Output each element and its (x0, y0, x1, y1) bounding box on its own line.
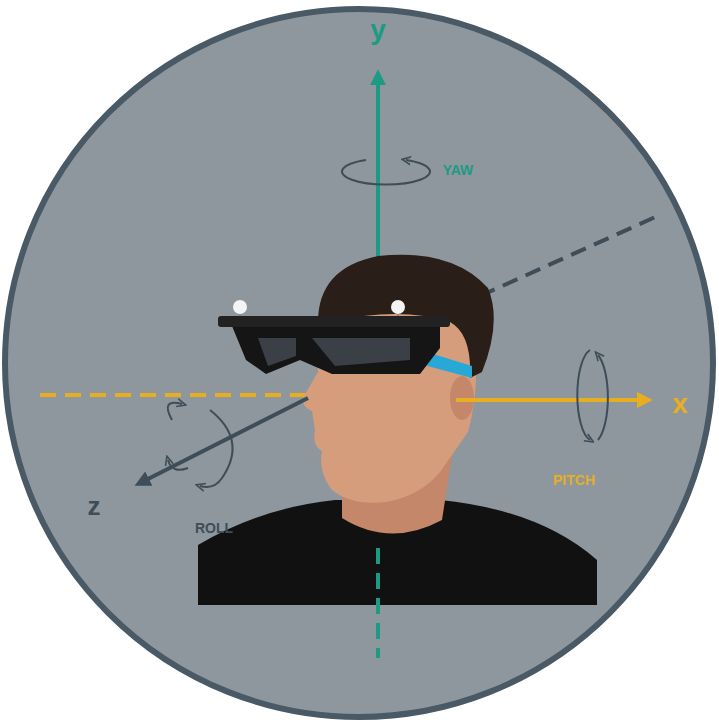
tracking-marker (233, 300, 247, 314)
axis-name: x (672, 390, 688, 418)
z-axis-dashed (480, 214, 662, 296)
axis-name: z (88, 493, 101, 519)
roll-rotation (168, 403, 182, 420)
roll-rotation (200, 410, 233, 487)
rotation-name: PITCH (553, 473, 595, 487)
yaw-rotation (342, 160, 430, 185)
head-figure (198, 255, 597, 605)
lens (258, 338, 296, 366)
y-axis (376, 82, 380, 262)
pitch-rotation (577, 350, 590, 440)
axis-name: y (370, 16, 386, 44)
rotation-name: YAW (443, 163, 474, 177)
x-axis-dashed (40, 393, 306, 397)
tracking-marker (391, 300, 405, 314)
lens (312, 338, 410, 366)
roll-rotation (168, 460, 188, 470)
x-axis (456, 398, 640, 402)
pitch-rotation (598, 355, 608, 440)
y-axis-dashed (376, 548, 380, 658)
glasses-frame (232, 326, 440, 374)
rotation-name: ROLL (195, 521, 233, 535)
background-circle (5, 9, 713, 717)
tracker-bar (218, 316, 450, 327)
